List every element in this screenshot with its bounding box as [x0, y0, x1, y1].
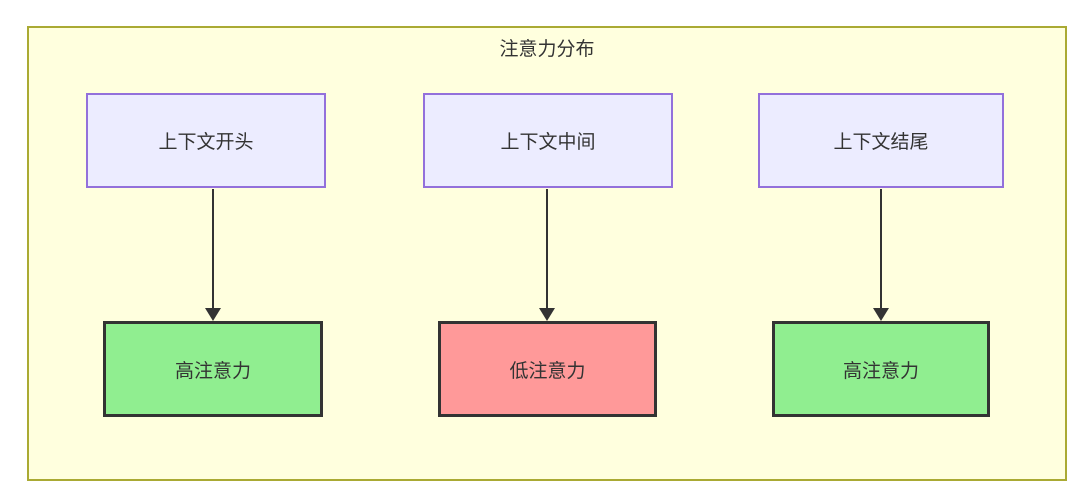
node-high-attention-1-label: 高注意力 — [174, 360, 251, 382]
arrowhead-down-icon — [539, 308, 555, 321]
arrowhead-down-icon — [873, 308, 889, 321]
node-context-middle-label: 上下文中间 — [500, 132, 596, 153]
node-high-attention-2-label: 高注意力 — [842, 360, 919, 382]
arrow-line — [546, 189, 548, 308]
node-low-attention-label: 低注意力 — [509, 360, 586, 382]
node-context-end: 上下文结尾 — [758, 93, 1004, 188]
arrowhead-down-icon — [205, 308, 221, 321]
arrow-line — [212, 189, 214, 308]
node-context-end-label: 上下文结尾 — [833, 132, 929, 153]
node-context-start: 上下文开头 — [86, 93, 326, 188]
node-low-attention: 低注意力 — [438, 321, 657, 417]
node-context-middle: 上下文中间 — [423, 93, 673, 188]
arrow-context-middle-to-low-attention — [539, 189, 555, 321]
arrow-context-end-to-high-attention — [873, 189, 889, 321]
arrow-context-start-to-high-attention — [205, 189, 221, 321]
diagram-title: 注意力分布 — [499, 39, 595, 60]
node-context-start-label: 上下文开头 — [158, 132, 254, 153]
arrow-line — [880, 189, 882, 308]
node-high-attention-2: 高注意力 — [772, 321, 990, 417]
node-high-attention-1: 高注意力 — [103, 321, 323, 417]
